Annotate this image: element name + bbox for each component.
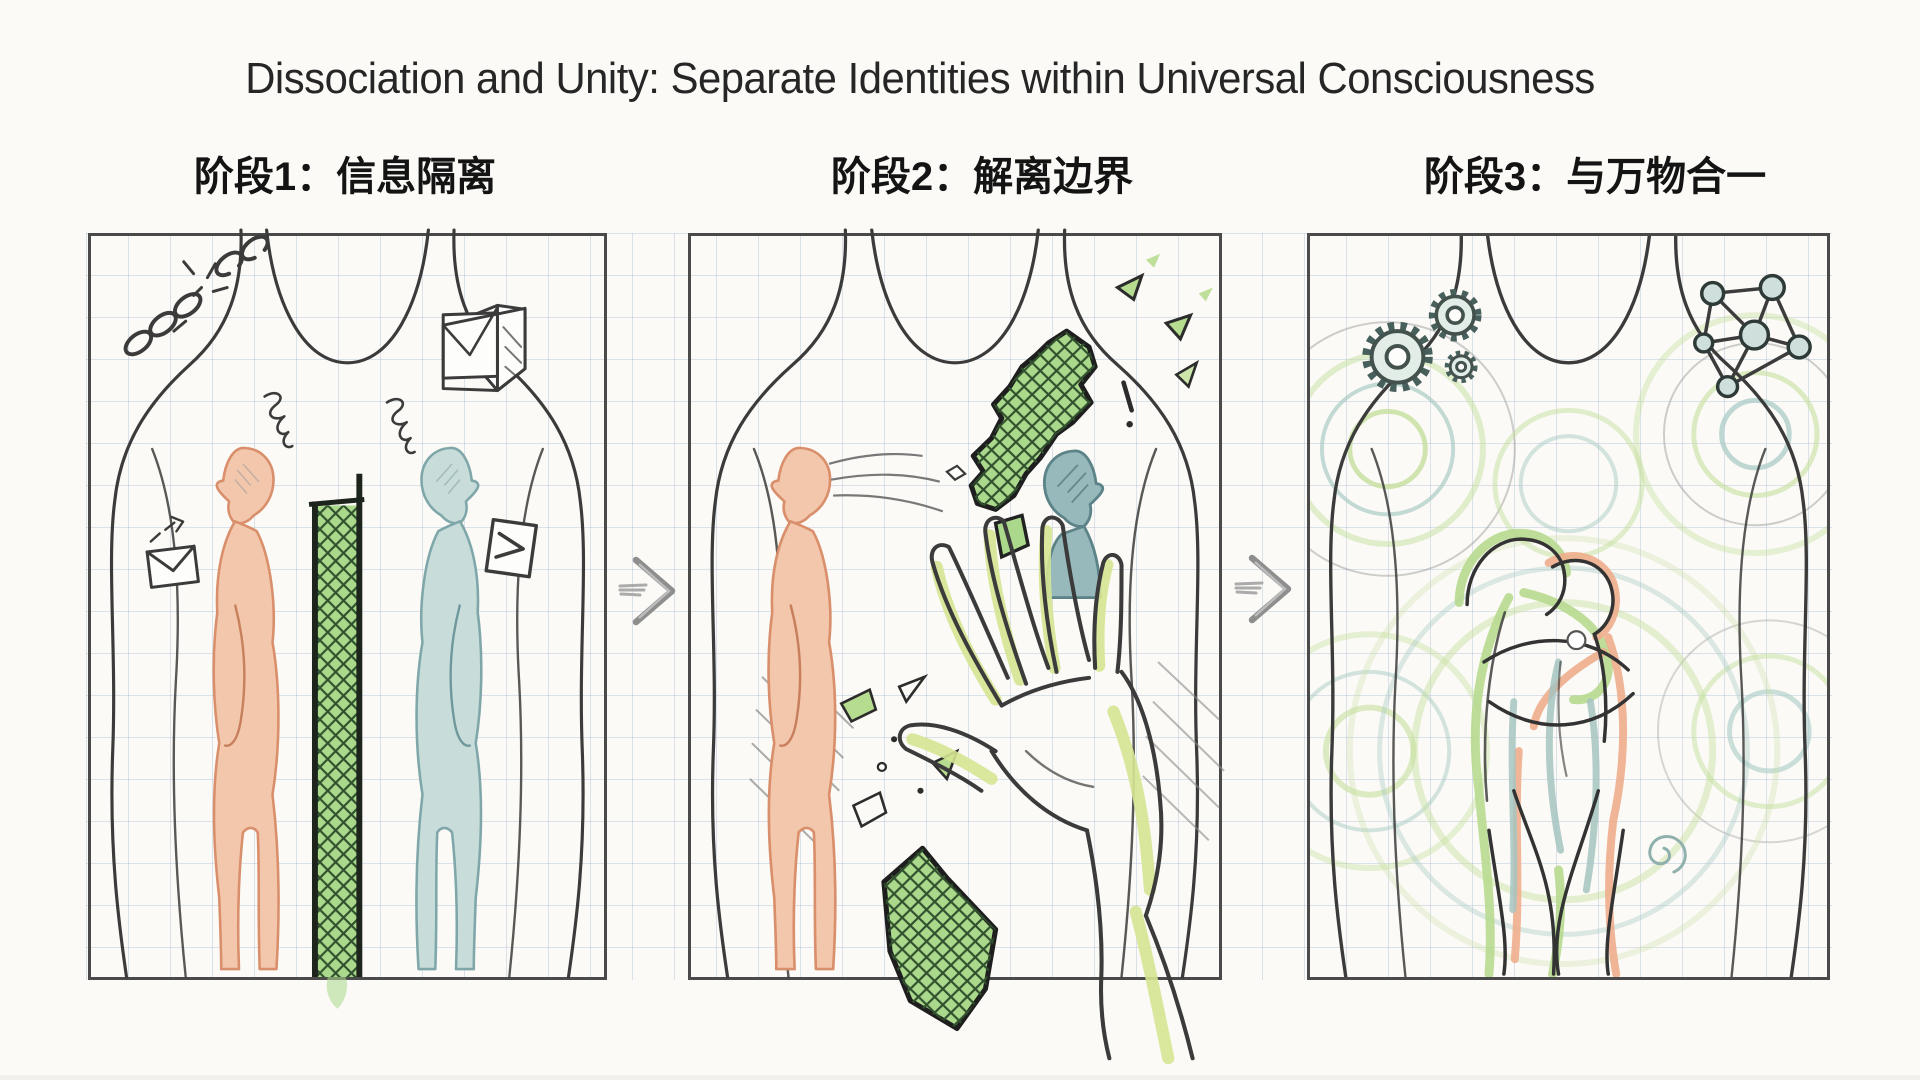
motion-lines <box>1142 661 1225 841</box>
parcel-envelope-icon <box>441 303 527 393</box>
page-title: Dissociation and Unity: Separate Identit… <box>245 54 1595 103</box>
fading-teal-figure <box>1042 449 1105 599</box>
exclamation-shard <box>1121 380 1134 428</box>
panel-stage-1-information-isolation <box>88 228 607 1009</box>
next-stage-arrow <box>1228 550 1298 628</box>
panel-stage-3-unity-with-all <box>1307 233 1830 980</box>
shattered-barrier-fragments <box>839 253 1213 1031</box>
teal-identity-figure <box>415 446 483 971</box>
spiral-icon <box>1648 835 1687 874</box>
next-stage-arrow <box>612 552 682 630</box>
broken-chain-icon <box>123 234 270 357</box>
graph-paper-grid <box>86 233 1832 980</box>
thought-squiggle-icon <box>263 391 416 455</box>
embracing-figures <box>1454 528 1687 977</box>
stage-2-label: 阶段2：解离边界 <box>830 155 1134 199</box>
stage-2-drawing <box>710 228 1225 1065</box>
dissolution-streaks <box>828 452 967 513</box>
stage-3-drawing <box>1310 236 1827 977</box>
stage-1-drawing <box>109 228 586 1009</box>
network-icon <box>1693 273 1812 399</box>
torso-outline <box>710 228 1200 979</box>
envelope-icon <box>145 515 200 589</box>
green-separation-barrier <box>308 473 365 1009</box>
page-bottom-edge <box>0 1075 1920 1080</box>
stage-3-label: 阶段3：与万物合一 <box>1423 155 1767 199</box>
orange-identity-figure <box>767 446 837 971</box>
send-envelope-icon <box>484 517 538 579</box>
orange-identity-figure <box>212 446 280 971</box>
panel-stage-2-dissolving-boundary <box>688 228 1225 1065</box>
gears-icon <box>1362 288 1482 393</box>
reaching-hand <box>897 515 1195 1065</box>
stage-1-label: 阶段1：信息隔离 <box>193 155 497 199</box>
